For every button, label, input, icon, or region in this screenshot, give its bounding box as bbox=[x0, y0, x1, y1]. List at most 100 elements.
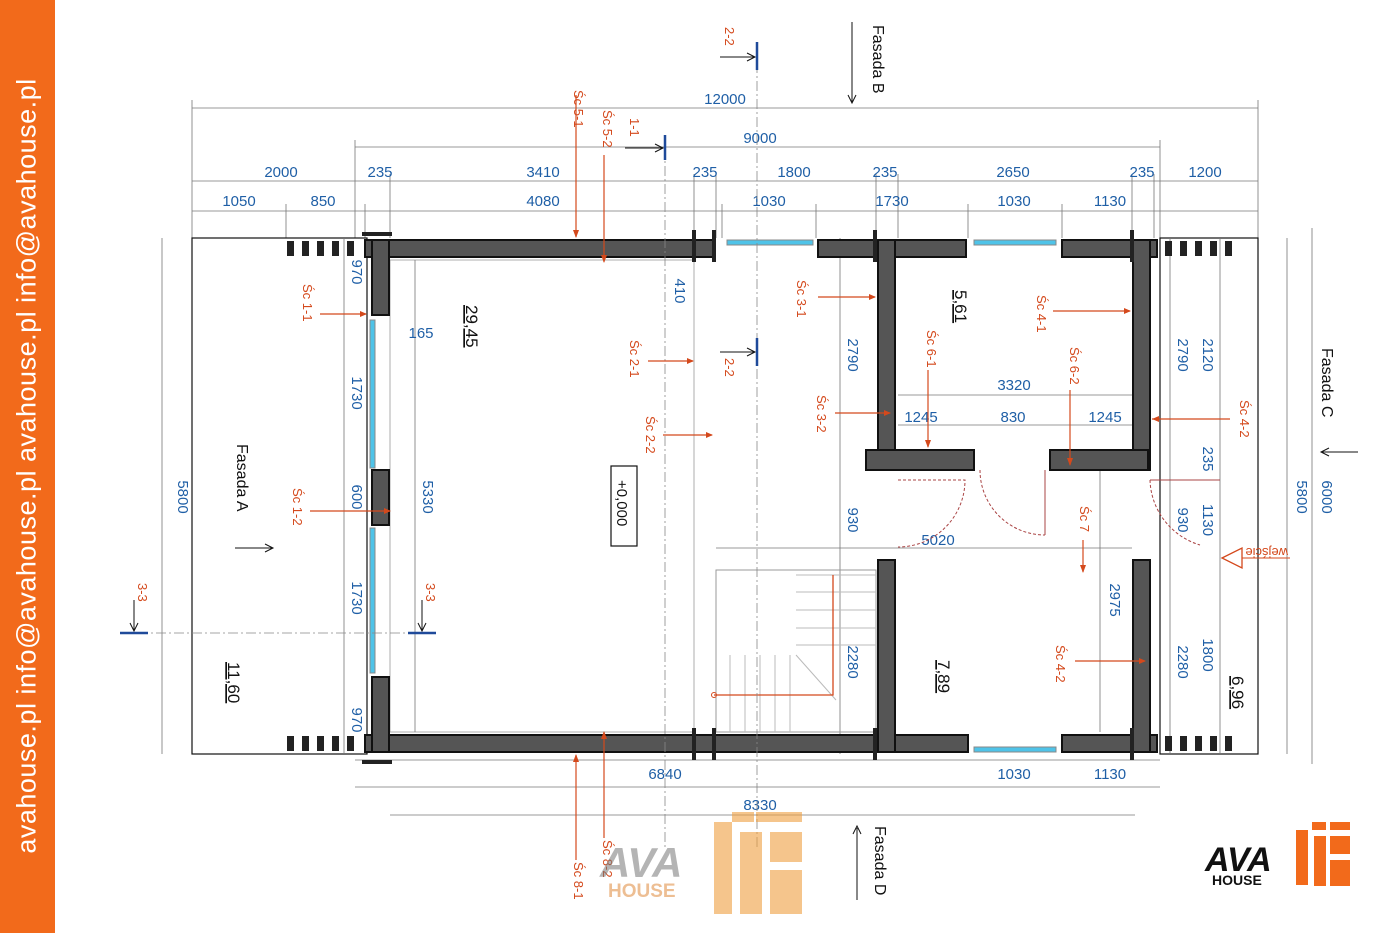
dim-3410: 3410 bbox=[526, 164, 559, 181]
area-main: 29,45 bbox=[462, 305, 481, 348]
wall-sc-2-1: Śc 2-1 bbox=[627, 340, 642, 378]
dim-5330: 5330 bbox=[419, 480, 436, 513]
dim-235b: 235 bbox=[692, 164, 717, 181]
dim-1130-bottom: 1130 bbox=[1094, 766, 1126, 783]
dim-2280-b: 2280 bbox=[1174, 645, 1191, 678]
dim-410: 410 bbox=[671, 278, 688, 303]
dim-1800: 1800 bbox=[777, 164, 810, 181]
dim-2650: 2650 bbox=[996, 164, 1029, 181]
dim-2000: 2000 bbox=[264, 164, 297, 181]
stair-arrow bbox=[714, 575, 834, 696]
wall-sc-6-1: Śc 6-1 bbox=[924, 330, 939, 368]
dim-1245-b: 1245 bbox=[1088, 409, 1121, 426]
section-1-1: 1-1 bbox=[627, 118, 642, 137]
level-mark: +0,000 bbox=[610, 465, 638, 547]
dim-1730-b: 1730 bbox=[348, 581, 365, 614]
dim-850: 850 bbox=[310, 193, 335, 210]
dim-235d: 235 bbox=[1129, 164, 1154, 181]
dim-1800-right: 1800 bbox=[1199, 638, 1216, 671]
posts bbox=[287, 230, 1232, 764]
dim-235-right: 235 bbox=[1199, 446, 1216, 471]
wall-sc-8-2: Śc 8-2 bbox=[600, 840, 615, 878]
dim-5800-left: 5800 bbox=[174, 480, 191, 513]
contact-sidebar: avahouse.pl info@avahouse.pl avahouse.pl… bbox=[0, 0, 55, 933]
wall-sc-2-2: Śc 2-2 bbox=[643, 416, 658, 454]
area-terrace: 11,60 bbox=[224, 662, 243, 703]
facade-labels: Fasada B Fasada D Fasada C Fasada A bbox=[233, 22, 1358, 900]
dim-1130: 1130 bbox=[1094, 193, 1126, 210]
dim-9000: 9000 bbox=[743, 130, 776, 147]
area-room: 6,96 bbox=[1228, 676, 1247, 709]
section-3-3-left: 3-3 bbox=[135, 583, 150, 602]
inner-dimensions: 3320 1245 830 1245 5020 bbox=[716, 377, 1132, 549]
wall-sc-5-2: Śc 5-2 bbox=[600, 110, 615, 148]
dim-1030b: 1030 bbox=[997, 193, 1030, 210]
wall-sc-6-2: Śc 6-2 bbox=[1067, 347, 1082, 385]
doors bbox=[897, 469, 1220, 548]
dim-970-bottom: 970 bbox=[348, 707, 365, 732]
dim-1030a: 1030 bbox=[752, 193, 785, 210]
section-2-2-top: 2-2 bbox=[722, 27, 737, 46]
dim-6000: 6000 bbox=[1318, 480, 1335, 513]
logo-center-house: HOUSE bbox=[608, 881, 676, 902]
side-dimensions: 5800 5800 6000 970 1730 600 1730 970 533… bbox=[161, 228, 1335, 764]
entrance-label: wejście bbox=[1245, 545, 1289, 560]
level-text: +0,000 bbox=[613, 480, 630, 526]
dim-2280-a: 2280 bbox=[844, 645, 861, 678]
wall-sc-3-1: Śc 3-1 bbox=[794, 280, 809, 318]
logo-right-house: HOUSE bbox=[1212, 872, 1262, 888]
ava-logo-center: AVA HOUSE bbox=[599, 812, 802, 914]
windows bbox=[369, 239, 1057, 753]
dim-970-top: 970 bbox=[348, 259, 365, 284]
dim-2790-a: 2790 bbox=[844, 338, 861, 371]
dim-235c: 235 bbox=[872, 164, 897, 181]
dim-1200: 1200 bbox=[1188, 164, 1221, 181]
dim-3320: 3320 bbox=[997, 377, 1030, 394]
dim-600: 600 bbox=[348, 484, 365, 509]
dim-2975: 2975 bbox=[1106, 583, 1123, 616]
bottom-dimensions: 6840 1030 1130 8330 bbox=[355, 759, 1160, 816]
facade-d: Fasada D bbox=[871, 826, 888, 895]
area-bath: 5,61 bbox=[951, 290, 970, 323]
dim-235a: 235 bbox=[367, 164, 392, 181]
dim-2120: 2120 bbox=[1199, 338, 1216, 371]
section-lines: 1-1 2-2 2-2 3-3 3-3 bbox=[120, 27, 759, 850]
logo-center-ava: AVA bbox=[599, 839, 682, 886]
facade-c: Fasada C bbox=[1318, 348, 1335, 417]
stair-start-icon bbox=[711, 692, 717, 698]
wall-sc-4-1: Śc 4-1 bbox=[1034, 295, 1049, 333]
facade-b: Fasada B bbox=[869, 25, 886, 93]
entrance-marker: wejście bbox=[1220, 545, 1290, 570]
logo-right-ava: AVA bbox=[1204, 841, 1272, 879]
dim-165: 165 bbox=[408, 325, 433, 342]
dim-1245-a: 1245 bbox=[904, 409, 937, 426]
wall-sc-7: Śc 7 bbox=[1077, 506, 1092, 532]
dim-930-b: 930 bbox=[1174, 507, 1191, 532]
wall-sc-4-2-lower: Śc 4-2 bbox=[1053, 645, 1068, 683]
dim-1730: 1730 bbox=[875, 193, 908, 210]
wall-sc-1-1: Śc 1-1 bbox=[300, 284, 315, 322]
area-hall: 7,89 bbox=[934, 660, 953, 693]
wall-sc-4-2-upper: Śc 4-2 bbox=[1237, 400, 1252, 438]
logo-center-icon bbox=[714, 812, 802, 914]
section-3-3-right: 3-3 bbox=[423, 583, 438, 602]
dim-1730-a: 1730 bbox=[348, 376, 365, 409]
wall-sc-3-2: Śc 3-2 bbox=[814, 395, 829, 433]
dim-12000: 12000 bbox=[704, 91, 746, 108]
section-2-2-mid: 2-2 bbox=[722, 358, 737, 377]
dim-1030-bottom: 1030 bbox=[997, 766, 1030, 783]
dim-930-a: 930 bbox=[844, 507, 861, 532]
dim-1050: 1050 bbox=[222, 193, 255, 210]
wall-references: Śc 1-1 Śc 1-2 Śc 2-1 Śc 2-2 Śc 3-1 Śc 3-… bbox=[290, 90, 1252, 900]
dim-8330: 8330 bbox=[743, 797, 776, 814]
dim-5800-right: 5800 bbox=[1293, 480, 1310, 513]
dim-2790-b: 2790 bbox=[1174, 338, 1191, 371]
staircase bbox=[715, 569, 877, 733]
top-dimensions: 12000 9000 2000 235 3410 235 1800 235 26… bbox=[191, 91, 1259, 238]
wall-sc-1-2: Śc 1-2 bbox=[290, 488, 305, 526]
logo-right-icon bbox=[1296, 822, 1350, 886]
dim-1130-right: 1130 bbox=[1199, 504, 1216, 536]
wall-sc-5-1: Śc 5-1 bbox=[571, 90, 586, 128]
dim-830: 830 bbox=[1000, 409, 1025, 426]
